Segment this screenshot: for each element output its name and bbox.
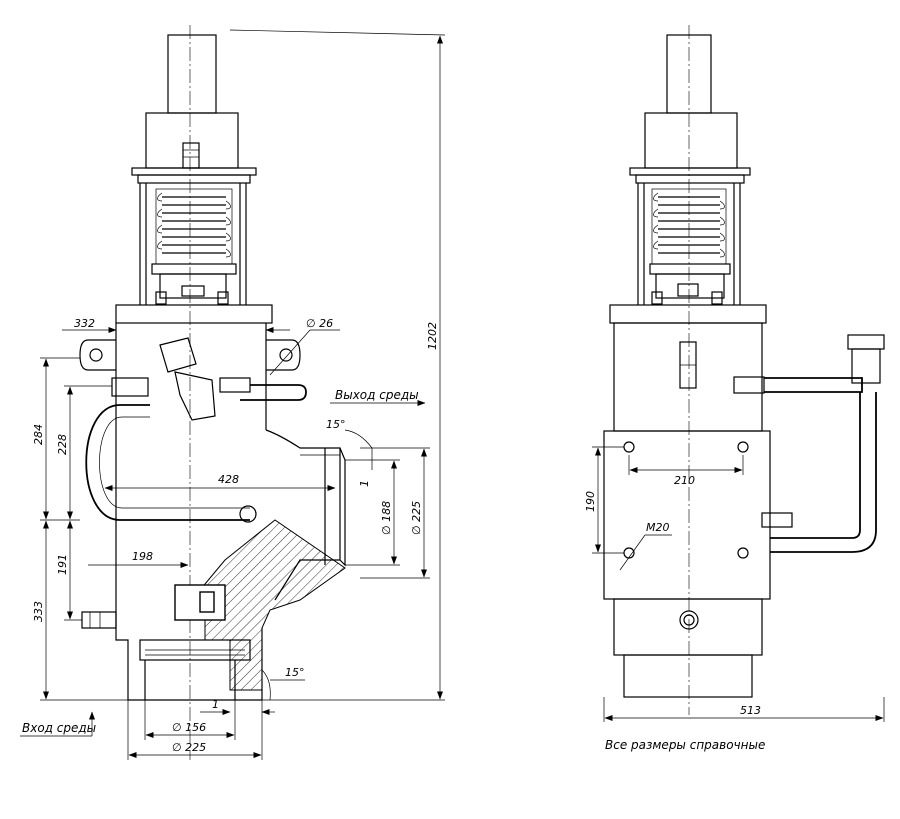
actuator-cap (145, 112, 239, 169)
dim-156: ∅ 156 (172, 721, 206, 734)
lower-body (115, 625, 263, 701)
top-fitting (182, 142, 200, 169)
dim-228: 228 (56, 434, 69, 455)
dim-15-bottom: 15° (285, 666, 305, 679)
dim-333: 333 (32, 601, 45, 622)
spring-seat (151, 263, 237, 275)
dim-191: 191 (56, 554, 69, 575)
side-actuator-cap (644, 112, 738, 169)
outlet-nozzle (265, 429, 341, 601)
dim-1-top: 1 (358, 480, 371, 487)
bonnet-plate (115, 304, 273, 324)
upper-plate (131, 167, 257, 176)
dim-225-right: ∅ 225 (410, 501, 423, 535)
pilot-valve (111, 337, 307, 421)
side-bonnet-plate (609, 304, 767, 324)
front-dimensions (20, 29, 446, 760)
dim-15-top: 15° (326, 418, 346, 431)
dim-m20: M20 (646, 521, 670, 534)
dim-188: ∅ 188 (380, 501, 393, 535)
dim-428: 428 (218, 473, 239, 486)
side-view (592, 25, 885, 722)
dim-225-bottom: ∅ 225 (172, 741, 206, 754)
side-dimensions (592, 446, 885, 722)
body-outline (115, 323, 267, 625)
dim-284: 284 (32, 424, 45, 445)
spring (155, 188, 233, 265)
inlet-label: Вход среды (22, 721, 96, 735)
dim-1-bottom: 1 (212, 698, 219, 711)
right-lug (266, 339, 301, 371)
bypass-pipe (85, 404, 250, 521)
outlet-label: Выход среды (335, 388, 419, 402)
dim-190: 190 (584, 491, 597, 512)
reference-note: Все размеры справочные (605, 738, 765, 752)
dim-210: 210 (674, 474, 695, 487)
side-lower-body (613, 598, 763, 656)
dim-198: 198 (132, 550, 153, 563)
drain-fitting (81, 611, 117, 629)
dim-513: 513 (740, 704, 761, 717)
left-lug (79, 339, 116, 371)
side-pipe (733, 334, 885, 553)
side-inlet (623, 654, 753, 698)
dim-332: 332 (74, 317, 95, 330)
dim-1202: 1202 (426, 322, 439, 350)
stem (167, 34, 217, 114)
front-view (20, 25, 446, 760)
dim-26: ∅ 26 (306, 317, 333, 330)
